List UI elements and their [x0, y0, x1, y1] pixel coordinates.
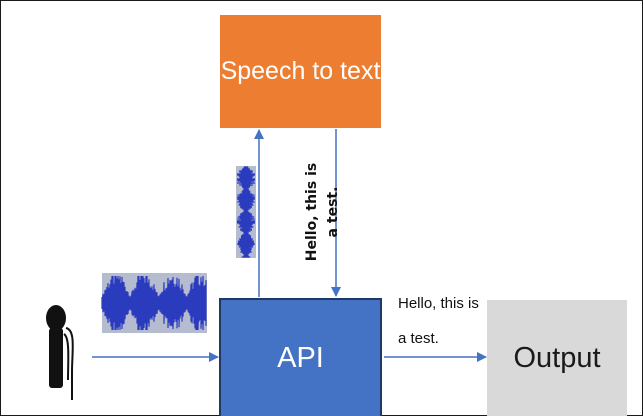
microphone-icon	[46, 305, 74, 400]
speech-to-text-box: Speech to text	[220, 15, 381, 128]
api-box: API	[219, 298, 382, 416]
output-text-line-2: a test.	[398, 330, 439, 347]
audio-waveform-icon	[101, 273, 207, 333]
output-text-line-1: Hello, this is	[398, 295, 479, 312]
returned-text-label: Hello, this is a test.	[297, 138, 349, 286]
audio-waveform-icon-vertical	[236, 166, 256, 258]
output-text-label: Hello, this is a test.	[398, 286, 498, 356]
returned-text-line-1: Hello, this is	[304, 162, 320, 262]
output-box: Output	[487, 300, 627, 416]
returned-text-line-2: a test.	[325, 186, 341, 238]
speech-to-text-label: Speech to text	[220, 57, 381, 85]
api-label: API	[277, 341, 324, 374]
output-label: Output	[513, 341, 601, 374]
